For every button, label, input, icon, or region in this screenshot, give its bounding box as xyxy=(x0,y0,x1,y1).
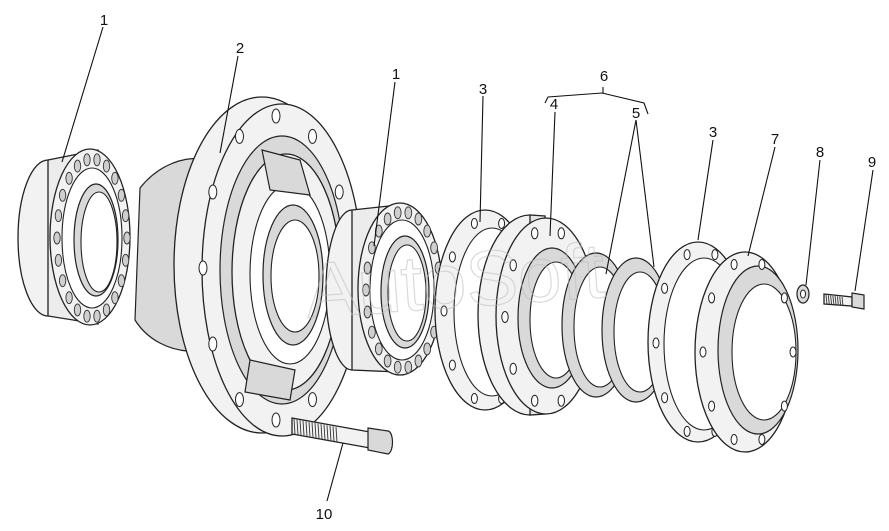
callout-4: 4 xyxy=(550,96,558,113)
watermark: AutoSoft xyxy=(303,226,608,335)
callout-3-right: 3 xyxy=(709,124,717,141)
washer xyxy=(796,284,810,304)
callout-2: 2 xyxy=(236,40,244,57)
callout-9: 9 xyxy=(868,154,876,171)
callout-1-center: 1 xyxy=(392,66,400,83)
bearing-center xyxy=(325,202,444,376)
wheel-stud xyxy=(291,417,394,455)
small-bolt xyxy=(823,292,865,310)
callout-6: 6 xyxy=(600,68,608,85)
callout-7: 7 xyxy=(771,131,779,148)
end-cover xyxy=(694,251,799,453)
callout-3-left: 3 xyxy=(479,81,487,98)
callout-8: 8 xyxy=(816,144,824,161)
callout-10: 10 xyxy=(316,506,333,523)
bearing-left xyxy=(17,148,131,326)
callout-1-left: 1 xyxy=(100,12,108,29)
callout-5: 5 xyxy=(632,105,640,122)
